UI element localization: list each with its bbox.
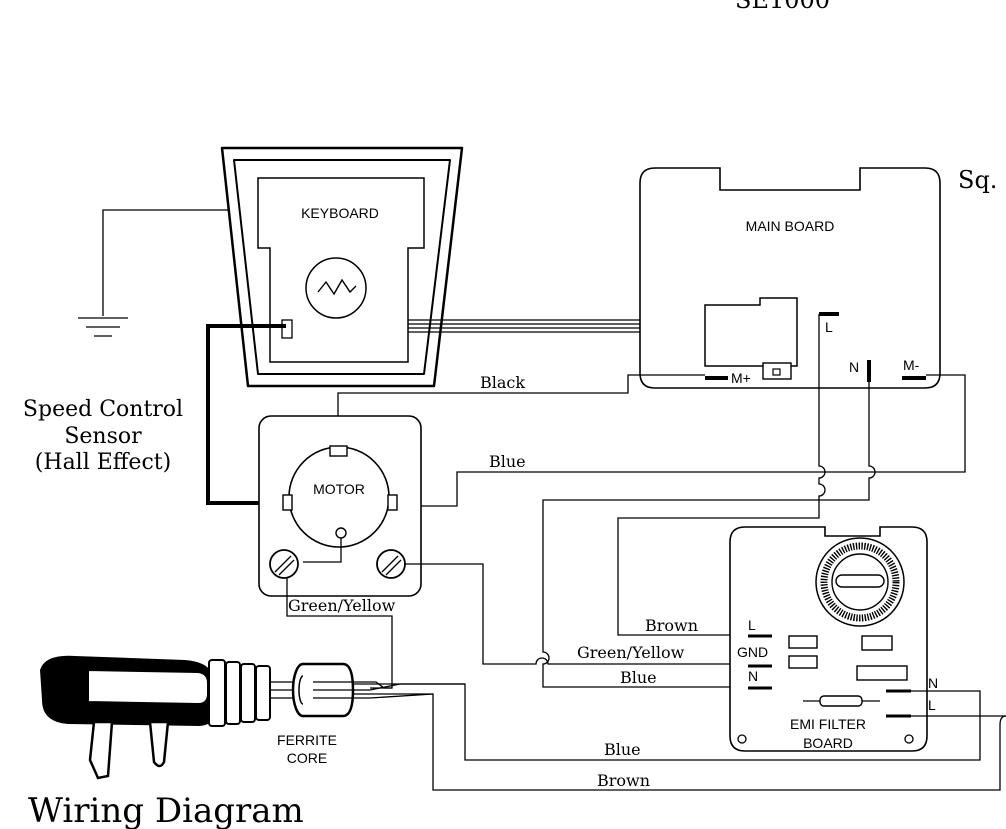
terminal-emi-out-l: L [928, 697, 936, 713]
sensor-label-line3: (Hall Effect) [35, 450, 171, 475]
keyboard-unit: KEYBOARD [220, 146, 464, 388]
plug [40, 655, 271, 780]
sensor-label-line1: Speed Control [23, 397, 183, 422]
terminal-emi-l: L [748, 617, 756, 633]
terminal-m-minus: M- [903, 357, 920, 373]
wire-label-green-yellow-emi: Green/Yellow [577, 643, 685, 662]
diagram-caption: Wiring Diagram [28, 791, 304, 829]
fan-icon [305, 257, 367, 319]
sensor-label-line2: Sensor [64, 424, 142, 449]
hall-sensor-connector [281, 319, 293, 339]
motor-unit: MOTOR [258, 415, 422, 597]
terminal-emi-n: N [748, 668, 758, 684]
corner-partial-text: Sq. [958, 166, 997, 194]
emi-filter-board: EMI FILTER BOARD L GND N N L [729, 526, 938, 752]
ferrite-label-line2: CORE [287, 750, 327, 766]
terminal-main-n: N [849, 359, 859, 375]
wire-green-yellow-emi [405, 563, 748, 665]
wire-label-blue-bottom: Blue [604, 740, 641, 759]
ribbon-cable [408, 319, 655, 333]
wire-label-blue-emi: Blue [620, 668, 657, 687]
emi-label-line1: EMI FILTER [790, 716, 866, 732]
hall-sensor-wire [206, 324, 286, 505]
wires-main-board [337, 314, 966, 688]
top-partial-title: SE1000 [735, 0, 830, 14]
wire-label-green-yellow-motor: Green/Yellow [288, 596, 396, 615]
wire-label-black: Black [480, 373, 525, 392]
terminal-main-l: L [825, 319, 833, 335]
wire-label-brown-emi: Brown [645, 616, 698, 635]
motor-ground-screw-right [376, 549, 406, 579]
keyboard-label: KEYBOARD [301, 205, 379, 221]
terminal-m-plus: M+ [731, 370, 751, 386]
main-board: MAIN BOARD M+ M- L N [639, 167, 941, 389]
ferrite-core: FERRITE CORE [270, 662, 370, 766]
terminal-emi-gnd: GND [737, 644, 768, 660]
main-board-label: MAIN BOARD [746, 218, 835, 234]
motor-label: MOTOR [313, 481, 365, 497]
wire-label-blue-motor: Blue [489, 452, 526, 471]
wire-brown-bottom [340, 693, 1006, 791]
terminal-emi-out-n: N [928, 675, 938, 691]
motor-ground-screw-left [269, 549, 299, 579]
wire-label-brown-bottom: Brown [597, 771, 650, 790]
emi-label-line2: BOARD [803, 735, 853, 751]
ferrite-label-line1: FERRITE [277, 732, 337, 748]
